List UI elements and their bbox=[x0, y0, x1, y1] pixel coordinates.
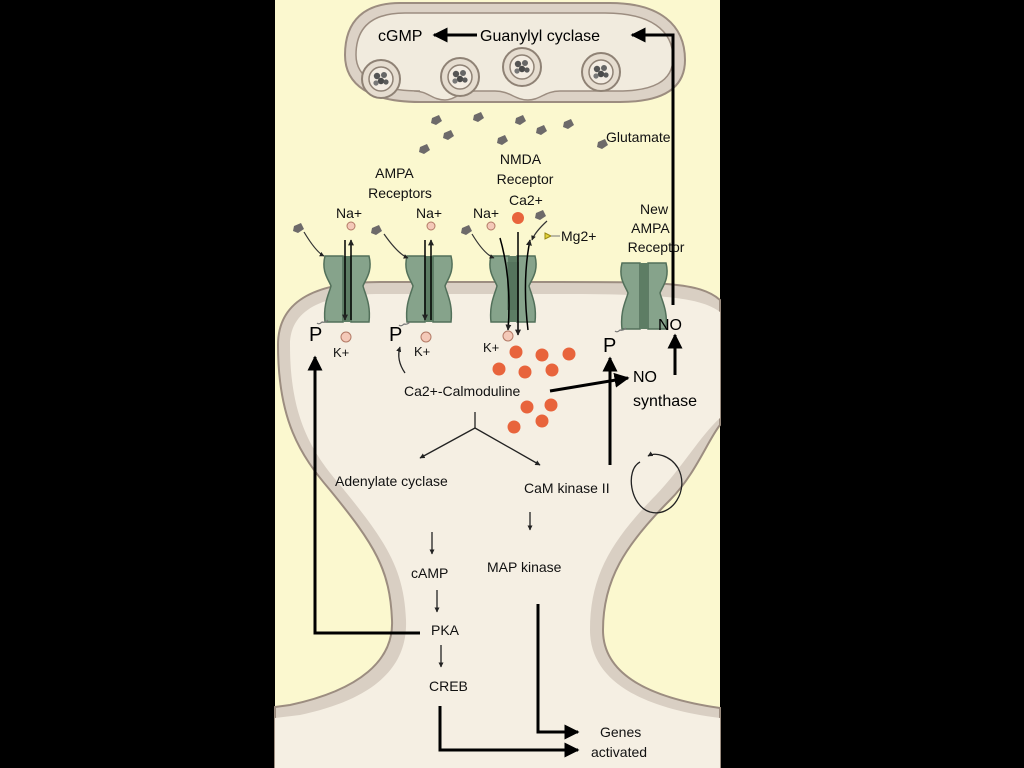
creb-label: CREB bbox=[429, 678, 468, 694]
guanylyl-cyclase-label: Guanylyl cyclase bbox=[480, 28, 600, 45]
p-label-1: P bbox=[309, 324, 322, 346]
nmda-receptor-label: NMDA Receptor bbox=[497, 151, 554, 187]
presynaptic-terminal bbox=[343, 1, 687, 103]
genes-activated-label: Genes activated bbox=[591, 724, 647, 760]
pka-label: PKA bbox=[431, 622, 460, 638]
ampa-receptors-label: AMPA Receptors bbox=[368, 165, 432, 201]
p-label-3: P bbox=[603, 335, 616, 357]
no-label: NO bbox=[658, 317, 682, 334]
map-kinase-label: MAP kinase bbox=[487, 559, 562, 575]
mg-label: Mg2+ bbox=[561, 228, 596, 244]
k-label-3: K+ bbox=[483, 340, 499, 355]
na-label-3: Na+ bbox=[473, 205, 499, 221]
na-label-1: Na+ bbox=[336, 205, 362, 221]
na-label-2: Na+ bbox=[416, 205, 442, 221]
ampa-receptor-2 bbox=[405, 255, 453, 323]
ca-label: Ca2+ bbox=[509, 192, 543, 208]
new-ampa-receptor-label: New AMPA Receptor bbox=[628, 201, 685, 255]
k-label-2: K+ bbox=[414, 344, 430, 359]
calcium-ions bbox=[492, 345, 576, 434]
no-synthase-label: NO synthase bbox=[633, 369, 697, 410]
p-label-2: P bbox=[389, 324, 402, 346]
cam-kinase-label: CaM kinase II bbox=[524, 480, 610, 496]
ampa-receptor-1 bbox=[323, 255, 371, 323]
camp-label: cAMP bbox=[411, 565, 448, 581]
glutamate-label: Glutamate bbox=[606, 129, 671, 145]
ion-flux bbox=[340, 212, 560, 343]
nmda-receptor bbox=[489, 255, 537, 323]
cgmp-label: cGMP bbox=[378, 28, 422, 45]
thin-arrows bbox=[396, 346, 683, 668]
bold-arrows bbox=[307, 27, 683, 758]
labels: cGMP Guanylyl cyclase Glutamate AMPA Rec… bbox=[309, 28, 697, 760]
k-label-1: K+ bbox=[333, 345, 349, 360]
adenylate-cyclase-label: Adenylate cyclase bbox=[335, 473, 448, 489]
ca-calmoduline-label: Ca2+-Calmoduline bbox=[404, 383, 521, 399]
